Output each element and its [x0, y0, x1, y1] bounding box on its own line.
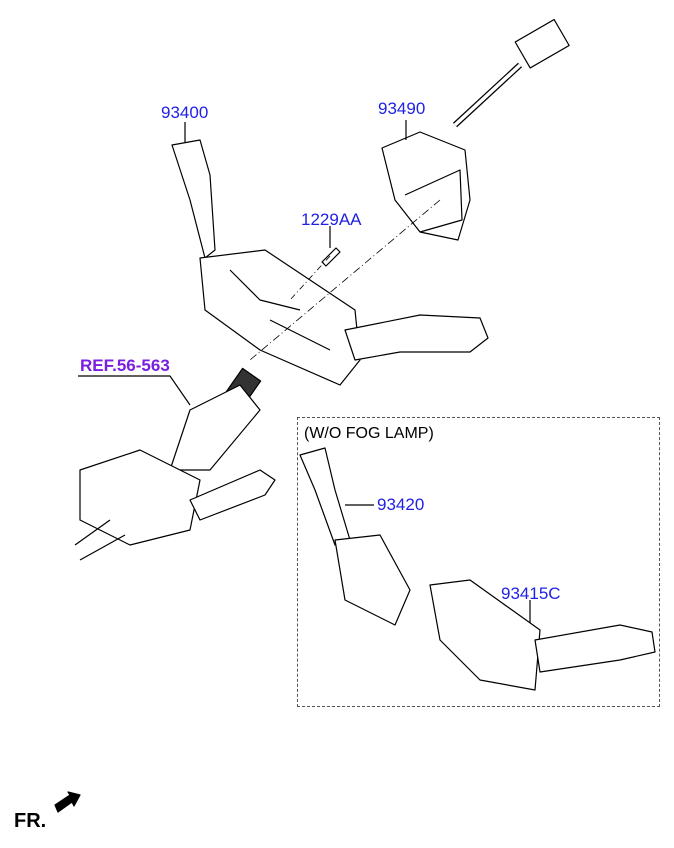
front-arrow-icon: [54, 791, 81, 813]
part-label-93490: 93490: [378, 99, 426, 118]
steering-column: [74, 367, 276, 561]
part-label-93420: 93420: [377, 495, 425, 514]
option-box: [297, 417, 660, 707]
switch-93415C: [429, 579, 656, 691]
part-label-1229AA: 1229AA: [301, 210, 362, 229]
leader-ref: [78, 375, 191, 406]
option-box-title: (W/O FOG LAMP): [304, 425, 434, 442]
front-direction-label: FR.: [14, 810, 47, 832]
bolt-1229AA: [289, 247, 341, 301]
part-label-93400: 93400: [161, 103, 209, 122]
clock-spring-93490: [381, 18, 570, 241]
ref-label[interactable]: REF.56-563: [80, 356, 170, 375]
part-label-93415C: 93415C: [501, 584, 561, 603]
multifunction-switch-93400: [171, 139, 489, 386]
switch-93420: [299, 447, 411, 626]
